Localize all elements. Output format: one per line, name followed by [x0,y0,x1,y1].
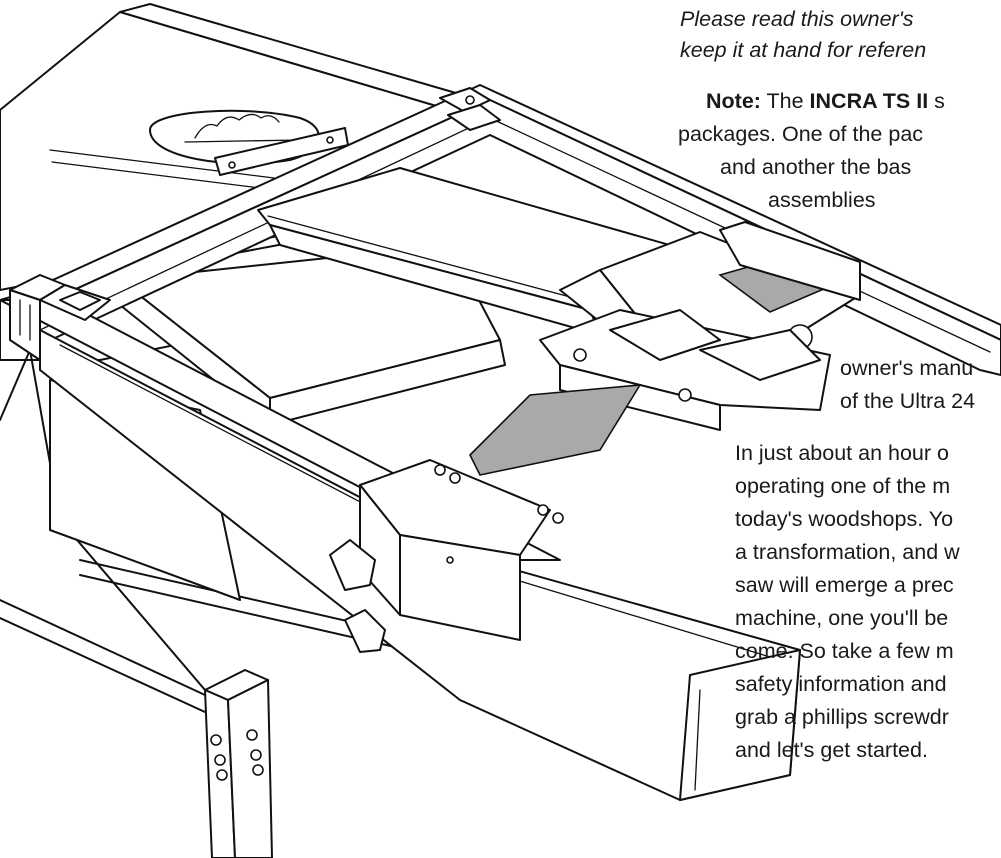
body-line-9: grab a phillips screwdr [735,705,949,729]
body-line-2: operating one of the m [735,474,951,498]
note-product-name: INCRA TS II [809,89,929,113]
body-line-5: saw will emerge a prec [735,573,954,597]
note-line-3: and another the bas [720,155,912,179]
note-line-4: assemblies [768,188,876,212]
note-label: Note: [706,89,761,113]
note-line-2: packages. One of the pac [678,122,924,146]
body-line-10: and let's get started. [735,738,928,762]
manual-ref-line-1: owner's manu [840,356,974,380]
manual-ref-line-2: of the Ultra 24 [840,389,976,413]
note-seg-3: s [928,89,945,113]
body-line-3: today's woodshops. Yo [735,507,954,531]
body-line-1: In just about an hour o [735,441,949,465]
note-line-1: Note: The INCRA TS II s [706,86,945,117]
body-line-7: come. So take a few m [735,639,954,663]
body-line-8: safety information and [735,672,947,696]
intro-line-1: Please read this owner's [680,7,914,31]
body-line-6: machine, one you'll be [735,606,949,630]
note-seg-1: The [760,89,810,113]
body-line-4: a transformation, and w [735,540,960,564]
intro-line-2: keep it at hand for referen [680,38,927,62]
